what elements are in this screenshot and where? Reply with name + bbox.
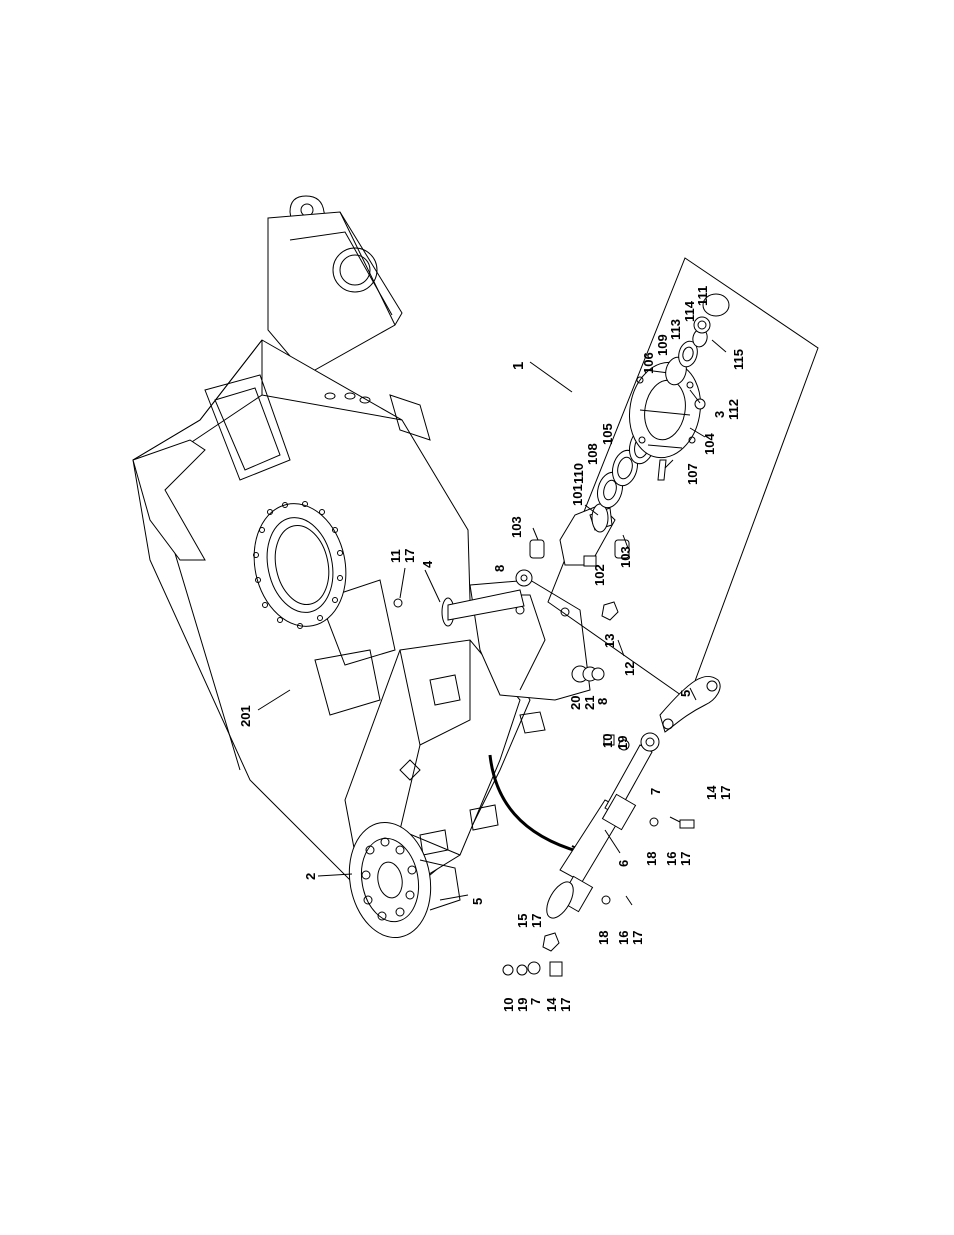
label-20: 20 [568,696,583,710]
label-15: 15 [515,914,530,928]
tie-rod-right [659,675,721,733]
chassis-frame [132,195,591,901]
label-101: 101 [570,484,585,506]
label-14-right: 14 [704,785,719,800]
leader-lines [257,361,706,901]
label-104: 104 [702,433,717,455]
label-108: 108 [585,443,600,465]
label-3: 3 [712,411,727,418]
label-115: 115 [731,349,746,370]
label-17-f: 17 [558,998,573,1012]
label-1: 1 [510,362,527,370]
label-10-left: 10 [501,998,516,1012]
label-8-top: 8 [492,565,507,572]
label-19-left: 19 [515,998,530,1012]
label-112: 112 [726,399,741,420]
label-103-b: 103 [618,546,633,568]
label-103-a: 103 [509,516,524,538]
label-5-left: 5 [470,898,485,905]
label-113: 113 [668,319,683,340]
label-114: 114 [682,300,697,322]
label-105: 105 [600,423,615,445]
label-109: 109 [655,334,670,356]
king-pin [393,589,525,627]
label-6: 6 [616,860,631,867]
steering-cylinder [546,732,660,919]
label-10-right: 10 [600,734,615,748]
label-18-left: 18 [596,931,611,945]
label-18-right: 18 [644,852,659,866]
label-17-b: 17 [718,786,733,800]
hardware [502,555,695,977]
label-16-right: 16 [664,852,679,866]
label-16-left: 16 [616,931,631,945]
label-11: 11 [388,549,403,563]
label-17-d: 17 [529,914,544,928]
label-4: 4 [420,560,435,568]
label-107: 107 [685,463,700,485]
wheel-hub-left [348,821,461,939]
label-110: 110 [571,463,586,484]
label-12: 12 [622,662,637,676]
label-2: 2 [303,873,318,880]
label-7-left: 7 [528,998,543,1005]
label-7-right: 7 [648,788,663,795]
label-14-left: 14 [544,997,559,1012]
label-17-e: 17 [630,931,645,945]
label-21: 21 [582,696,597,710]
label-5-right: 5 [678,690,693,697]
label-13: 13 [602,634,617,648]
label-17-a: 17 [402,549,417,563]
label-19-right: 19 [615,736,630,750]
label-8-bottom: 8 [595,698,610,705]
label-201: 201 [238,705,253,727]
part-labels: 201 1 2 5 5 6 11 17 4 8 20 21 8 13 12 10… [238,286,746,1012]
label-17-c: 17 [678,852,693,866]
label-106: 106 [641,352,656,374]
label-111: 111 [695,286,710,306]
label-102: 102 [592,564,607,586]
